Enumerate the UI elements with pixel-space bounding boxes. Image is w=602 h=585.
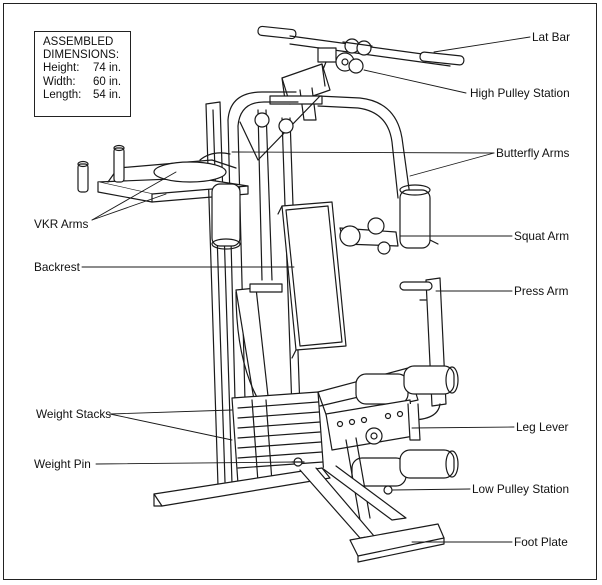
dimensions-box: ASSEMBLED DIMENSIONS: Height: 74 in. Widt… xyxy=(34,31,131,117)
leader-butterfly-2 xyxy=(409,152,495,177)
low-pulley-station xyxy=(345,437,459,521)
dimension-height: Height: 74 in. xyxy=(43,62,130,75)
leader-lines xyxy=(81,36,531,543)
leader-butterfly-1 xyxy=(231,151,495,154)
label-leg-lever: Leg Lever xyxy=(516,420,569,434)
leader-low-pulley xyxy=(391,488,471,491)
dimension-length-label: Length: xyxy=(43,88,82,101)
leader-vkr-2 xyxy=(91,171,177,221)
dimension-width: Width: 60 in. xyxy=(43,76,130,89)
leader-leg-lever xyxy=(411,426,515,429)
seat xyxy=(235,283,459,421)
label-high-pulley-station: High Pulley Station xyxy=(470,86,570,100)
diagram-frame xyxy=(3,3,597,580)
leader-lat-bar xyxy=(433,36,531,53)
leader-weight-pin xyxy=(95,461,295,465)
label-foot-plate: Foot Plate xyxy=(514,535,568,549)
label-butterfly-arms: Butterfly Arms xyxy=(496,146,570,160)
lat-bar xyxy=(257,25,465,67)
dimensions-title-line1: ASSEMBLED xyxy=(43,36,114,48)
leader-high-pulley xyxy=(363,69,467,94)
label-squat-arm: Squat Arm xyxy=(514,229,570,243)
dimensions-title-line2: DIMENSIONS: xyxy=(43,49,120,62)
dimension-width-label: Width: xyxy=(43,75,76,88)
dimension-length: Length: 54 in. xyxy=(43,89,130,102)
leader-weight-stacks-2 xyxy=(109,413,233,441)
butterfly-arms xyxy=(227,91,411,441)
label-weight-pin: Weight Pin xyxy=(34,457,91,471)
label-weight-stacks: Weight Stacks xyxy=(36,407,112,421)
dimension-height-label: Height: xyxy=(43,62,80,75)
backrest xyxy=(277,201,347,359)
weight-stacks xyxy=(231,391,325,485)
label-backrest: Backrest xyxy=(34,260,80,274)
label-press-arm: Press Arm xyxy=(514,284,569,298)
dimension-length-value: 54 in. xyxy=(93,88,122,101)
label-lat-bar: Lat Bar xyxy=(532,30,571,44)
dimension-width-value: 60 in. xyxy=(93,75,122,88)
high-pulley-station xyxy=(317,47,364,83)
dimension-height-value: 74 in. xyxy=(93,62,122,75)
left-arm-pad xyxy=(211,183,241,250)
base-frame xyxy=(153,465,445,563)
label-low-pulley-station: Low Pulley Station xyxy=(472,482,570,496)
squat-arm xyxy=(339,184,439,255)
leg-lever xyxy=(325,399,421,451)
label-vkr-arms: VKR Arms xyxy=(34,217,89,231)
leader-vkr-1 xyxy=(91,193,167,221)
vkr-arms xyxy=(77,144,249,203)
leader-weight-stacks-1 xyxy=(109,409,233,415)
